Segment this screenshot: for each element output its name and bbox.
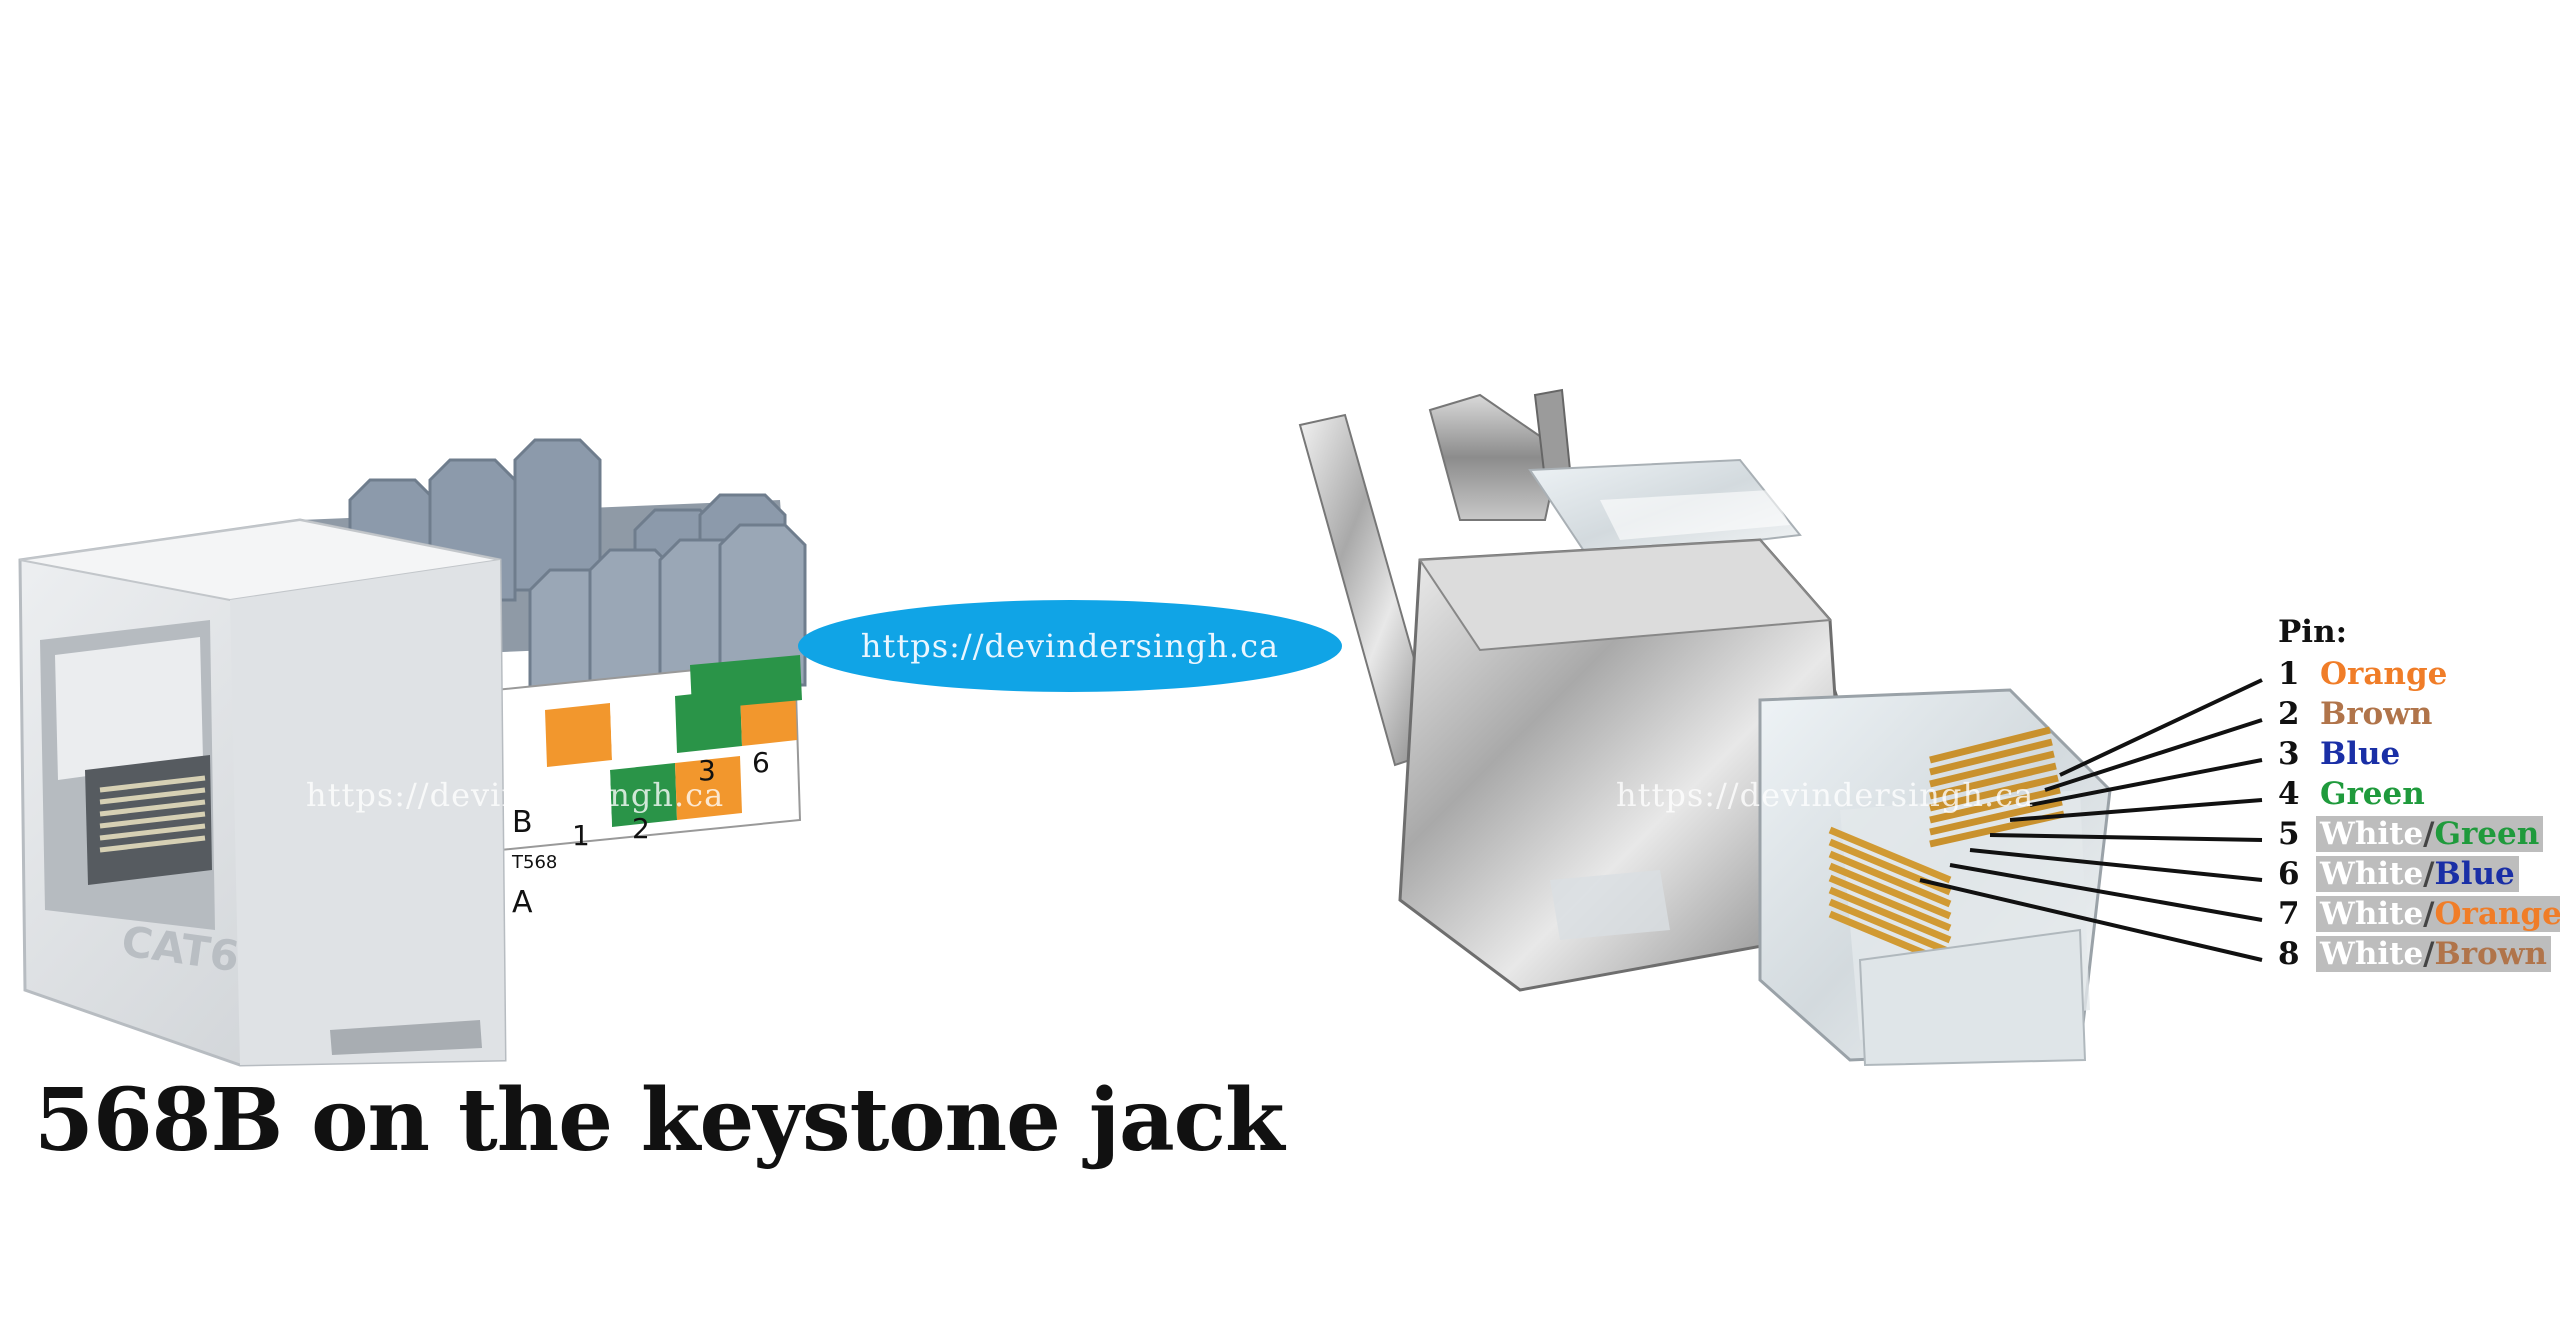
website-badge: https://devindersingh.ca [798, 600, 1342, 692]
pin-color-label: Green [2316, 776, 2429, 812]
pin-number: 5 [2278, 816, 2300, 852]
pin-color-label: White/Blue [2316, 856, 2519, 892]
rj45-plug [1298, 388, 2112, 1067]
pin-row-8: 8 White/Brown [2278, 935, 2551, 973]
pin-color-name: Blue [2434, 856, 2515, 892]
pin-leader-lines [1919, 678, 2263, 962]
pin-color-name: Orange [2320, 656, 2448, 692]
pin-row-3: 3 Blue [2278, 735, 2404, 773]
jack-row-a: A [512, 885, 533, 920]
jack-row-b: B [512, 805, 533, 840]
pin-row-2: 2 Brown [2278, 695, 2436, 733]
pin-legend-title: Pin: [2278, 614, 2348, 650]
pin-row-4: 4 Green [2278, 775, 2429, 813]
pin-color-label: Blue [2316, 736, 2404, 772]
pin-color-label: Brown [2316, 696, 2436, 732]
pin-color-name: Green [2320, 776, 2425, 812]
pin-row-6: 6 White/Blue [2278, 855, 2519, 893]
pin-color-name: Brown [2434, 936, 2547, 972]
pin-number: 3 [2278, 736, 2300, 772]
pin-color-prefix: White [2320, 856, 2424, 892]
jack-pin-2: 2 [632, 812, 650, 845]
pin-number: 4 [2278, 776, 2300, 812]
pin-color-label: White/Green [2316, 816, 2544, 852]
watermark-right: https://devindersingh.ca [1616, 776, 2035, 814]
diagram-caption: 568B on the keystone jack [34, 1070, 1285, 1171]
pin-color-label: White/Orange [2316, 896, 2560, 932]
pin-color-name: Green [2434, 816, 2540, 852]
watermark-left: https://devindersingh.ca [306, 776, 725, 814]
pin-row-5: 5 White/Green [2278, 815, 2544, 853]
jack-standard: T568 [511, 852, 557, 873]
jack-pin-1: 1 [572, 819, 590, 852]
jack-pin-6: 6 [752, 746, 770, 779]
pin-number: 2 [2278, 696, 2300, 732]
website-badge-text: https://devindersingh.ca [860, 627, 1280, 665]
pin-color-label: Orange [2316, 656, 2451, 692]
pin-row-7: 7 White/Orange [2278, 895, 2560, 933]
pin-color-prefix: White [2320, 896, 2424, 932]
pin-number: 1 [2278, 656, 2300, 692]
pin-row-1: 1 Orange [2278, 655, 2451, 693]
keystone-jack: CAT6 [18, 438, 807, 1067]
jack-pin-3: 3 [698, 754, 716, 787]
pin-color-prefix: White [2320, 936, 2424, 972]
pin-color-name: Brown [2320, 696, 2433, 732]
pin-color-label: White/Brown [2316, 936, 2551, 972]
pin-color-prefix: White [2320, 816, 2424, 852]
pin-number: 6 [2278, 856, 2300, 892]
pin-color-name: Blue [2320, 736, 2401, 772]
pin-number: 7 [2278, 896, 2300, 932]
pin-color-name: Orange [2434, 896, 2560, 932]
pin-number: 8 [2278, 936, 2300, 972]
